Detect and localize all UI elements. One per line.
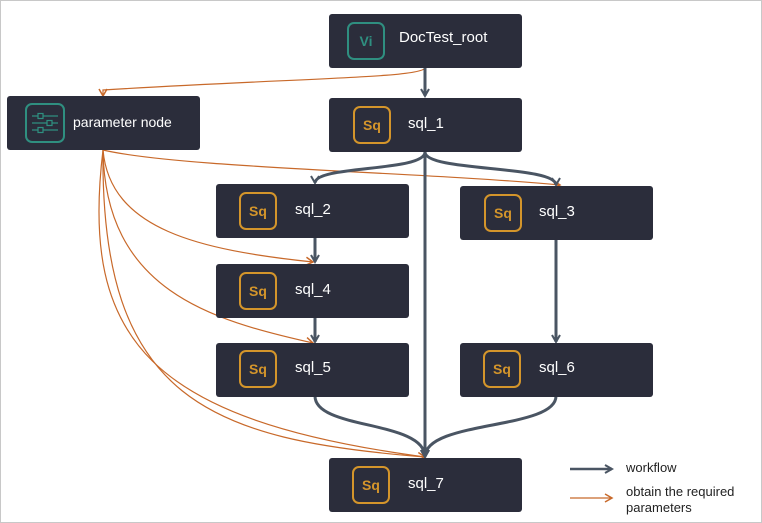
- node-label: sql_3: [539, 203, 575, 220]
- workflow-edge-sql5-to-sql7: [313, 395, 425, 457]
- workflow-edge-sql6-to-sql7: [425, 395, 558, 457]
- node-sql-2[interactable]: Sq sql_2: [216, 184, 409, 238]
- sql-node-badge: Sq: [352, 466, 390, 504]
- node-label: sql_7: [408, 475, 444, 492]
- sql-node-badge: Sq: [484, 194, 522, 232]
- sql-node-badge: Sq: [239, 192, 277, 230]
- sliders-icon: [32, 112, 58, 134]
- node-sql-3[interactable]: Sq sql_3: [460, 186, 653, 240]
- param-edge-param-to-sql7-b: [98, 149, 426, 458]
- node-sql-6[interactable]: Sq sql_6: [460, 343, 653, 397]
- workflow-edge-sql1-to-sql2: [315, 151, 427, 183]
- node-parameter-node[interactable]: parameter node: [7, 96, 200, 150]
- sql-node-badge: Sq: [239, 272, 277, 310]
- workflow-edge-sql1-to-sql3: [423, 151, 556, 185]
- param-edge-param-to-sql3: [102, 149, 562, 190]
- node-sql-4[interactable]: Sq sql_4: [216, 264, 409, 318]
- sql-node-badge: Sq: [483, 350, 521, 388]
- node-doctest-root[interactable]: Vi DocTest_root: [329, 14, 522, 68]
- sql-node-badge: Sq: [239, 350, 277, 388]
- legend-params-label-line2: parameters: [626, 500, 692, 515]
- sql-node-badge: Sq: [353, 106, 391, 144]
- node-label: sql_1: [408, 115, 444, 132]
- node-sql-7[interactable]: Sq sql_7: [329, 458, 522, 512]
- node-label: DocTest_root: [399, 29, 488, 46]
- legend-params-label-line1: obtain the required: [626, 484, 735, 499]
- virtual-node-badge: Vi: [347, 22, 385, 60]
- node-label: sql_6: [539, 359, 575, 376]
- node-sql-1[interactable]: Sq sql_1: [329, 98, 522, 152]
- param-edge-param-to-sql5: [102, 149, 315, 347]
- node-label: sql_2: [295, 201, 331, 218]
- legend-workflow-label: workflow: [626, 460, 677, 475]
- node-label: sql_4: [295, 281, 331, 298]
- param-edge-param-to-sql7-a: [102, 149, 427, 462]
- node-label: sql_5: [295, 359, 331, 376]
- param-edge-root-to-param: [98, 67, 426, 98]
- node-sql-5[interactable]: Sq sql_5: [216, 343, 409, 397]
- parameter-node-icon: [25, 103, 65, 143]
- param-edge-param-to-sql4: [102, 149, 315, 266]
- node-label: parameter node: [73, 114, 172, 130]
